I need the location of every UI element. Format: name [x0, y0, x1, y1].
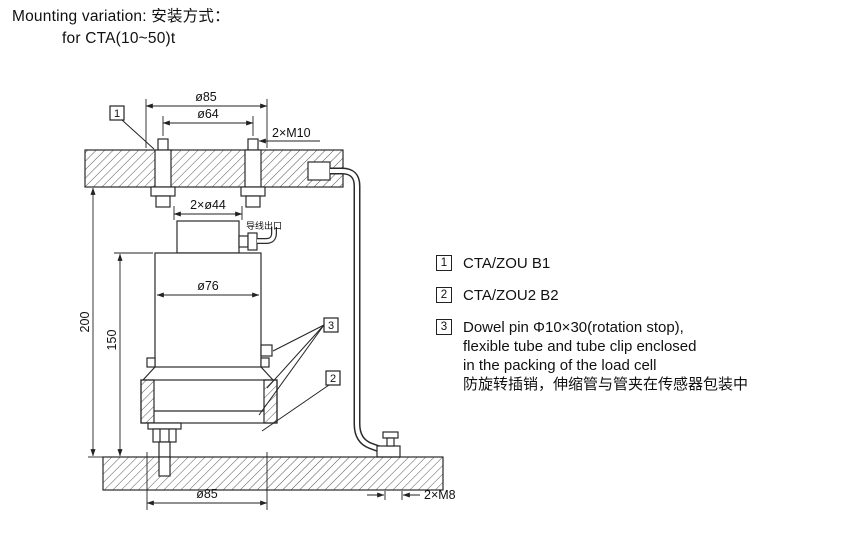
load-cell-body — [142, 220, 274, 381]
callout-number-3: 3 — [328, 320, 334, 332]
legend-item-1: 1 CTA/ZOU B1 — [436, 254, 846, 273]
dim-m8: 2×M8 — [424, 488, 456, 502]
flexible-tube-fitting — [307, 161, 331, 181]
legend-item-3: 3 Dowel pin Φ10×30(rotation stop), flexi… — [436, 318, 846, 394]
dim-dia76: ø76 — [197, 279, 219, 293]
tube-clamp — [376, 431, 401, 458]
top-bolt-right — [240, 138, 266, 208]
legend-label-3: Dowel pin Φ10×30(rotation stop), flexibl… — [463, 318, 748, 394]
flexible-tube — [330, 167, 384, 454]
dim-dia85-top: ø85 — [195, 90, 217, 104]
title-line-1: Mounting variation: 安装方式： — [12, 8, 230, 25]
wire-outlet-label: 导线出口 — [246, 220, 282, 231]
legend-label-2: CTA/ZOU2 B2 — [463, 287, 559, 304]
dim-height-150: 150 — [105, 330, 119, 351]
callout-box-3 — [323, 317, 339, 333]
bottom-mounting-plate — [102, 456, 444, 491]
legend: 1 CTA/ZOU B1 2 CTA/ZOU2 B2 3 Dowel pin Φ… — [436, 254, 846, 407]
dim-height-200: 200 — [78, 312, 92, 333]
legend-label-3-line-2: flexible tube and tube clip enclosed — [463, 338, 697, 355]
legend-item-2: 2 CTA/ZOU2 B2 — [436, 286, 846, 305]
title-line-2: for CTA(10~50)t — [62, 30, 176, 47]
legend-marker-3: 3 — [436, 319, 452, 335]
callout-number-1: 1 — [114, 108, 120, 120]
legend-label-3-line-3: in the packing of the load cell — [463, 357, 657, 374]
dimension-lines — [88, 99, 420, 510]
legend-label-3-line-1: Dowel pin Φ10×30(rotation stop), — [463, 319, 684, 336]
wire-outlet-connector — [238, 227, 277, 251]
base-cup — [140, 379, 278, 424]
callout-box-2 — [325, 370, 341, 386]
dim-m10: 2×M10 — [272, 126, 311, 140]
legend-label-1: CTA/ZOU B1 — [463, 255, 551, 272]
page-title: Mounting variation: 安装方式： for CTA(10~50)… — [12, 6, 230, 50]
legend-label-3-line-4: 防旋转插销，伸缩管与管夹在传感器包装中 — [463, 376, 749, 393]
callout-leaders — [121, 119, 330, 432]
legend-marker-1: 1 — [436, 255, 452, 271]
dim-dia64: ø64 — [197, 107, 219, 121]
legend-marker-2: 2 — [436, 287, 452, 303]
callout-box-1 — [109, 105, 125, 121]
top-mounting-plate — [84, 149, 344, 188]
callout-number-2: 2 — [330, 373, 336, 385]
base-bolt — [147, 422, 182, 459]
dim-dia44: 2×ø44 — [190, 198, 226, 212]
dim-dia85-bottom: ø85 — [196, 487, 218, 501]
top-bolt-left — [150, 138, 176, 208]
